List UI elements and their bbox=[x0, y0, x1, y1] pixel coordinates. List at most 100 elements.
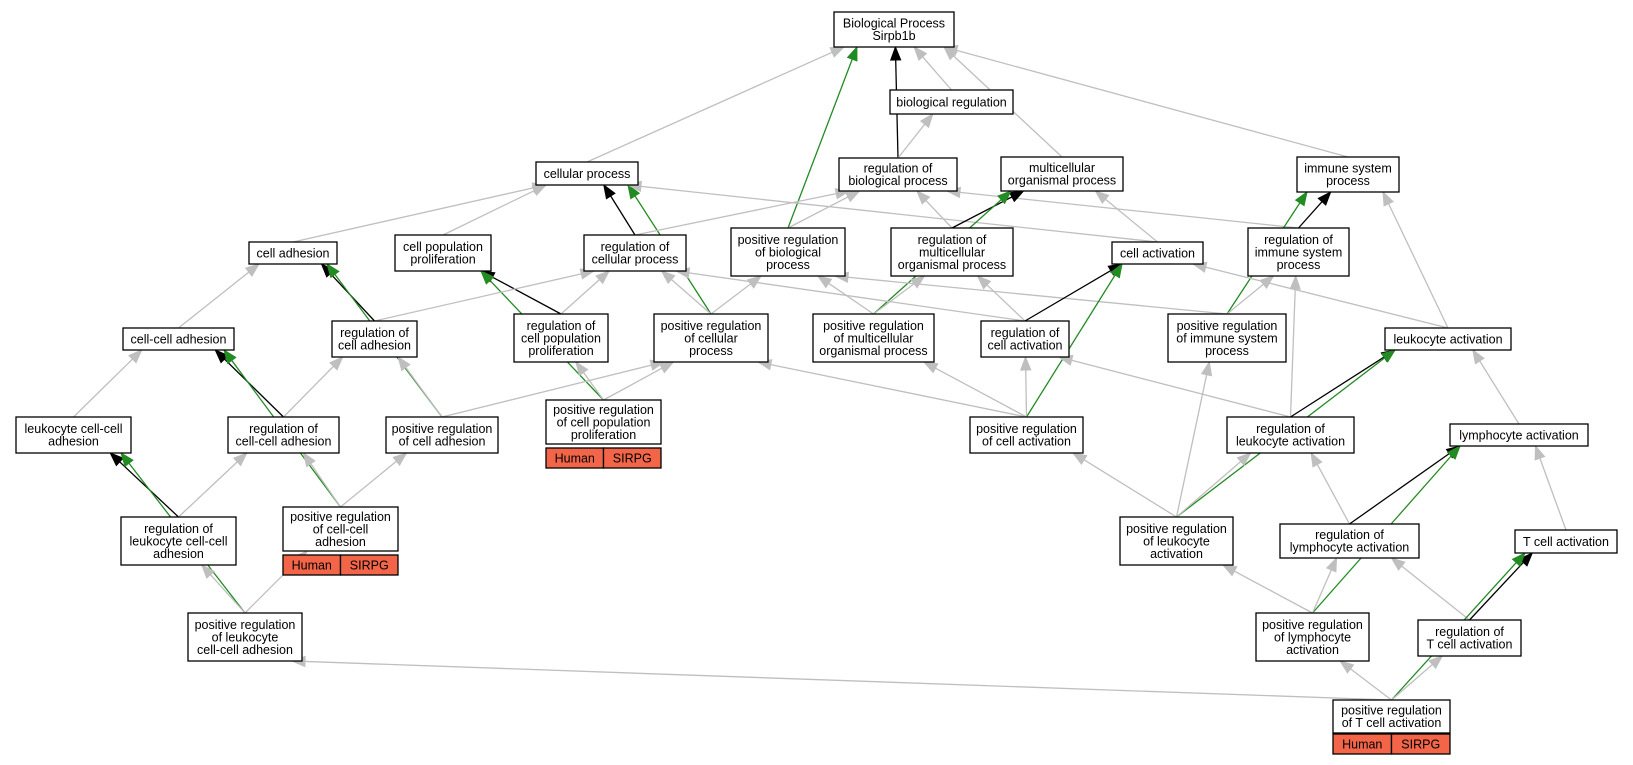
node-label-line: positive regulation bbox=[1177, 319, 1278, 333]
edge-lya-to-la bbox=[1472, 348, 1520, 425]
annotation-tag-label: Human bbox=[555, 451, 595, 465]
edge-arrowhead bbox=[397, 355, 411, 372]
edge-arrowhead bbox=[919, 112, 934, 129]
node-box bbox=[1111, 241, 1204, 265]
edge-rcca-to-cca bbox=[214, 349, 284, 418]
node-label-line: process bbox=[766, 258, 810, 272]
node-box bbox=[1000, 156, 1124, 192]
edge-line bbox=[1289, 288, 1296, 418]
node-cca[interactable]: cell-cell adhesion bbox=[122, 327, 235, 351]
node-label-line: regulation of bbox=[340, 326, 409, 340]
node-tca[interactable]: T cell activation bbox=[1514, 529, 1618, 554]
node-ca[interactable]: cell adhesion bbox=[248, 241, 338, 265]
node-rtca[interactable]: regulation ofT cell activation bbox=[1417, 619, 1522, 657]
edge-arrowhead bbox=[1339, 660, 1355, 674]
annotation-tag-sirpg[interactable]: SIRPG bbox=[1390, 733, 1451, 755]
edge-line bbox=[1071, 359, 1291, 418]
node-label-line: regulation of bbox=[249, 422, 318, 436]
node-label-line: organismal process bbox=[819, 344, 927, 358]
node-label-line: multicellular bbox=[919, 245, 985, 259]
edge-isp-to-bp bbox=[942, 45, 1349, 158]
node-la[interactable]: leukocyte activation bbox=[1384, 327, 1512, 351]
node-label-line: process bbox=[1205, 344, 1249, 358]
annotation-tag-sirpg[interactable]: SIRPG bbox=[602, 447, 662, 469]
edge-arrowhead bbox=[1094, 190, 1110, 204]
edge-prcp-to-prbp bbox=[710, 275, 763, 315]
node-br[interactable]: biological regulation bbox=[889, 89, 1014, 115]
node-label-line: Biological Process bbox=[843, 17, 945, 31]
annotation-tag-sirpg[interactable]: SIRPG bbox=[339, 554, 399, 576]
edge-line bbox=[935, 367, 1027, 418]
edge-arrowhead bbox=[1380, 349, 1397, 363]
annotation-tag-human[interactable]: Human bbox=[282, 554, 342, 576]
edge-arrowhead bbox=[1518, 551, 1534, 567]
node-box bbox=[122, 327, 235, 351]
annotation-tag-human[interactable]: Human bbox=[1332, 733, 1393, 755]
node-label-line: leukocyte activation bbox=[1393, 332, 1502, 346]
edge-line bbox=[688, 272, 1026, 322]
node-label-line: regulation of bbox=[1256, 422, 1325, 436]
annotation-tag-human[interactable]: Human bbox=[545, 447, 605, 469]
node-label-line: adhesion bbox=[153, 547, 204, 561]
edge-line bbox=[610, 195, 636, 236]
edge-tca-to-lya bbox=[1534, 444, 1567, 531]
edge-rcca-to-rca bbox=[283, 356, 344, 418]
edge-line bbox=[340, 460, 397, 508]
node-label-line: cell activation bbox=[1120, 246, 1195, 260]
edge-arrowhead bbox=[1472, 348, 1485, 365]
node-box bbox=[187, 612, 303, 662]
edge-arrowhead bbox=[302, 451, 316, 468]
node-cp[interactable]: cellular process bbox=[535, 161, 639, 186]
edge-line bbox=[442, 190, 535, 236]
edge-line bbox=[1401, 565, 1470, 621]
edge-line bbox=[670, 279, 712, 315]
edge-line bbox=[283, 365, 334, 418]
edge-arrowhead bbox=[595, 270, 611, 285]
edge-arrowhead bbox=[913, 45, 928, 61]
node-label-line: cell-cell adhesion bbox=[131, 332, 227, 346]
edge-line bbox=[560, 279, 600, 315]
node-label-line: process bbox=[689, 344, 733, 358]
edge-line bbox=[224, 358, 284, 418]
node-box bbox=[1226, 416, 1355, 454]
edge-arrowhead bbox=[1325, 556, 1338, 573]
edge-line bbox=[922, 56, 952, 91]
edge-line bbox=[492, 276, 562, 315]
node-label-line: positive regulation bbox=[195, 618, 296, 632]
node-label-line: positive regulation bbox=[553, 403, 654, 417]
node-box bbox=[1247, 227, 1350, 277]
node-cact[interactable]: cell activation bbox=[1111, 241, 1204, 265]
node-box bbox=[653, 313, 769, 363]
node-label-line: process bbox=[1277, 258, 1321, 272]
node-lya[interactable]: lymphocyte activation bbox=[1449, 423, 1589, 447]
node-box bbox=[1296, 156, 1400, 193]
